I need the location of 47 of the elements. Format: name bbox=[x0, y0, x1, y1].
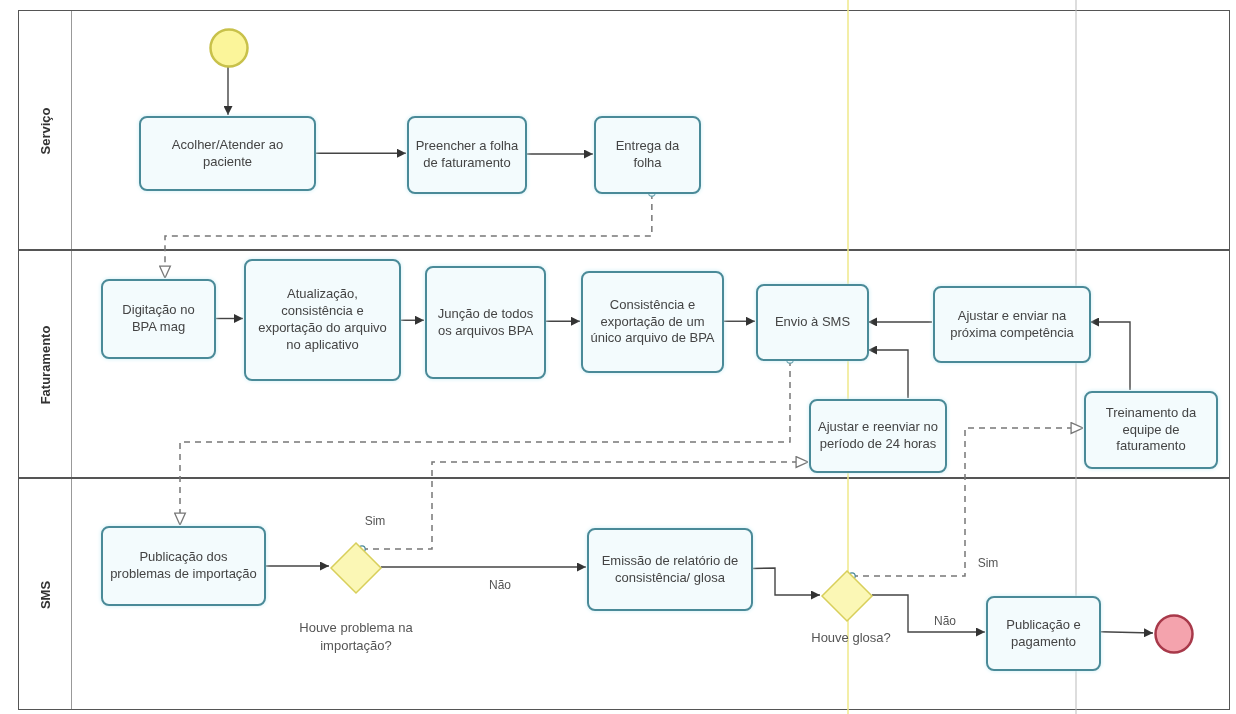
sequence-flow-arrow bbox=[867, 317, 933, 327]
task-box: Ajustar e enviar na próxima competência bbox=[933, 286, 1091, 363]
task-box: Atualização, consistência e exportação do arquivo no aplicativo bbox=[244, 259, 401, 381]
sequence-flow-arrow bbox=[1099, 628, 1154, 638]
swimlane bbox=[18, 250, 1230, 478]
sequence-flow-arrow bbox=[380, 562, 587, 572]
edge-label: Sim bbox=[975, 556, 1001, 570]
swimlane bbox=[18, 10, 1230, 250]
swimlane bbox=[18, 478, 1230, 710]
sequence-flow-arrow bbox=[722, 316, 756, 326]
start-event-circle bbox=[209, 28, 249, 68]
sequence-flow-arrow bbox=[751, 567, 821, 600]
task-box: Entrega da folha bbox=[594, 116, 701, 194]
task-box: Ajustar e reenviar no período de 24 horas bbox=[809, 399, 947, 473]
task-box: Publicação dos problemas de importação bbox=[101, 526, 266, 606]
sequence-flow-arrow bbox=[867, 345, 909, 399]
gateway-question: Houve problema na importação? bbox=[298, 619, 414, 655]
sequence-flow-arrow bbox=[214, 314, 244, 323]
task-box: Consistência e exportação de um único arquivo de BPA bbox=[581, 271, 724, 373]
message-flow-arrow bbox=[358, 455, 809, 553]
sequence-flow-arrow bbox=[1089, 317, 1131, 391]
task-box: Publicação e pagamento bbox=[986, 596, 1101, 671]
sequence-flow-arrow bbox=[399, 315, 425, 325]
lane-title: Serviço bbox=[37, 107, 53, 155]
edge-label: Não bbox=[932, 614, 958, 628]
end-event-circle bbox=[1154, 614, 1194, 654]
task-box: Treinamento da equipe de faturamento bbox=[1084, 391, 1218, 469]
gateway-question: Houve glosa? bbox=[810, 629, 892, 647]
sequence-flow-arrow bbox=[223, 66, 233, 116]
task-box: Preencher a folha de faturamento bbox=[407, 116, 527, 194]
task-box: Digitação no BPA mag bbox=[101, 279, 216, 359]
edge-label: Sim bbox=[362, 514, 388, 528]
gateway-diamond bbox=[330, 542, 382, 594]
sequence-flow-arrow bbox=[525, 149, 594, 159]
sequence-flow-arrow bbox=[264, 561, 330, 571]
edge-label: Não bbox=[487, 578, 513, 592]
sequence-flow-arrow bbox=[314, 148, 407, 158]
task-box: Acolher/Atender ao paciente bbox=[139, 116, 316, 191]
message-flow-arrow bbox=[848, 421, 1084, 580]
sequence-flow-arrow bbox=[871, 594, 986, 637]
gateway-diamond bbox=[821, 570, 873, 622]
lane-title: Faturamento bbox=[37, 325, 53, 405]
task-box: Junção de todos os arquivos BPA bbox=[425, 266, 546, 379]
task-box: Emissão de relatório de consistência/ glosa bbox=[587, 528, 753, 611]
lane-title: SMS bbox=[37, 580, 53, 610]
task-box: Envio à SMS bbox=[756, 284, 869, 361]
sequence-flow-arrow bbox=[544, 316, 581, 326]
